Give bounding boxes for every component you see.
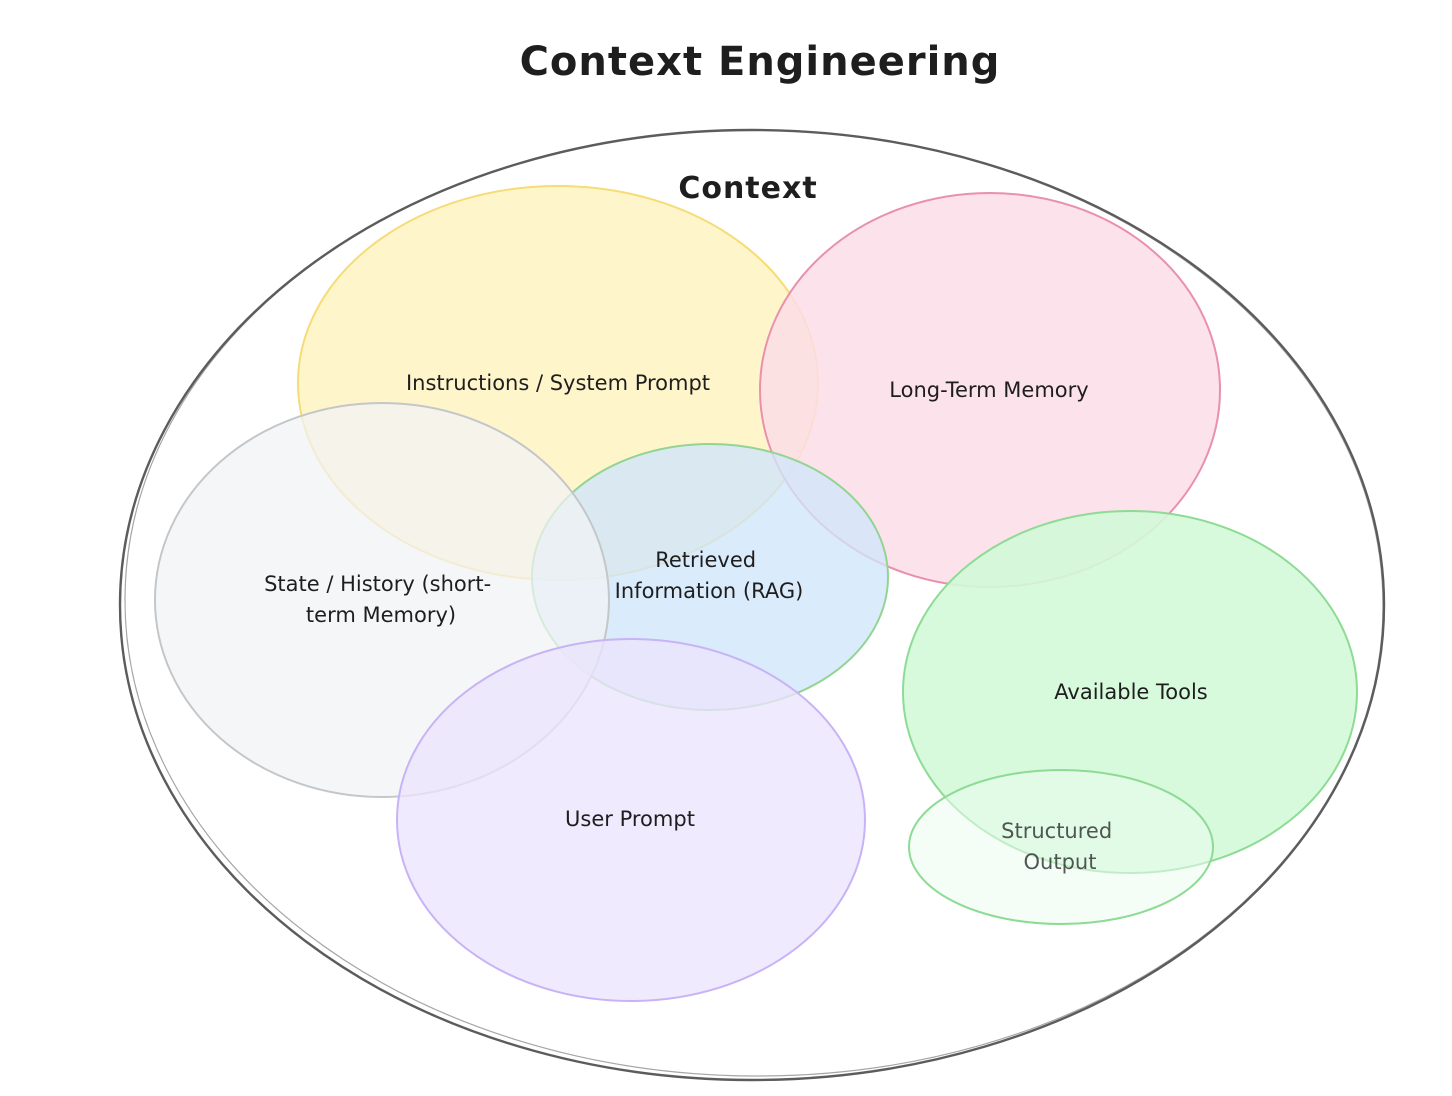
set-structured-output-label-line-1: Structured [1001,819,1112,843]
set-long-term-memory-circle [760,193,1220,587]
diagram-title: Context Engineering [520,39,1001,85]
context-container: Context [118,128,1386,1082]
set-long-term-memory-label: Long-Term Memory [889,378,1088,402]
set-long-term-memory-label-line: Long-Term Memory [889,378,1088,402]
set-available-tools-label: Available Tools [1054,680,1207,704]
set-retrieved-information-label-line-1: Retrieved [655,548,756,572]
set-user-prompt-label: User Prompt [565,807,695,831]
set-retrieved-information-label-line-2: Information (RAG) [615,579,804,603]
venn-sets [154,185,1358,1002]
set-state-history-label-line-2: term Memory) [306,603,456,627]
set-state-history-outline [154,402,610,798]
set-user-prompt-label-line: User Prompt [565,807,695,831]
set-instructions-label-line: Instructions / System Prompt [406,371,710,395]
set-user-prompt [396,638,866,1002]
set-structured-output-outline [908,769,1214,925]
set-instructions-label: Instructions / System Prompt [406,371,710,395]
context-outline-sketch [124,129,1384,1077]
set-available-tools-label-line: Available Tools [1054,680,1207,704]
set-retrieved-information-label: Retrieved Information (RAG) [615,548,804,603]
set-structured-output-circle [909,770,1213,924]
set-structured-output-label: Structured Output [1001,819,1119,874]
set-user-prompt-circle [397,639,865,1001]
venn-labels: Instructions / System Prompt Long-Term M… [264,371,1208,874]
set-state-history-label-line-1: State / History (short- [264,572,491,596]
set-structured-output [908,769,1214,925]
set-structured-output-label-line-2: Output [1024,850,1097,874]
set-state-history-label: State / History (short- term Memory) [264,572,498,627]
set-user-prompt-outline [396,638,866,1002]
context-label: Context [678,171,817,206]
